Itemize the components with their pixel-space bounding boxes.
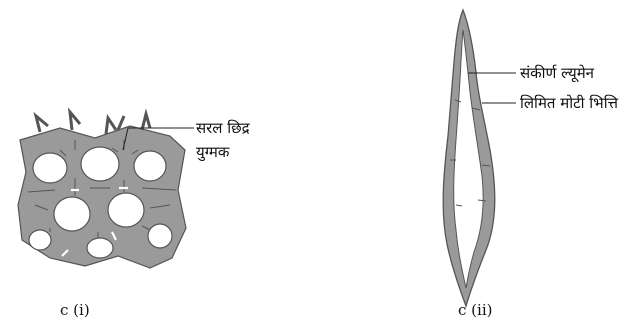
caption-c-ii: c (ii) [458,301,492,319]
caption-c-i: c (i) [60,301,90,319]
label-narrow-lumen: संकीर्ण ल्यूमेन [520,64,595,83]
sclereid-network-drawing [18,112,186,268]
label-thick-wall: लिमित मोटी भित्ति [520,94,619,112]
label-simple-pit: सरल छिद्र [196,119,251,137]
fibre-cell-drawing [443,10,495,306]
label-pit-pair: युग्मक [196,143,230,162]
